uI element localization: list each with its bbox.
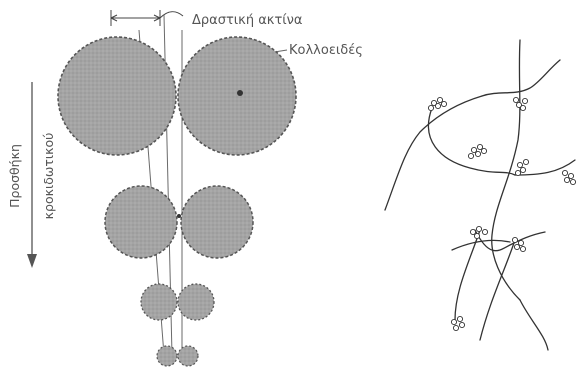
colloid-cluster-icon (428, 97, 446, 110)
down-arrow-icon (27, 82, 37, 268)
colloid-cluster-icon (515, 159, 528, 175)
polymer-chains (385, 40, 575, 350)
colloid-particle-tiny-left (157, 346, 177, 366)
axis-label-line1: Προσθήκη (7, 144, 22, 208)
colloids-label: Κολλοειδές (289, 43, 363, 58)
colloid-particle-small-right (178, 284, 214, 320)
colloid-cluster-icon (451, 316, 464, 330)
effective-radius-label: Δραστική ακτίνα (192, 13, 303, 28)
axis-label-line2: κροκιδωτικού (41, 133, 56, 220)
colloid-cluster-icon (562, 170, 575, 184)
colloid-cluster-icon (468, 144, 486, 158)
right-panel (385, 40, 576, 350)
effective-radius-marker (111, 10, 183, 26)
colloid-particle-tiny-right (178, 346, 198, 366)
colloid-particle-medium-right (181, 186, 253, 258)
colloid-cluster-icon (513, 97, 527, 110)
particle-core-dot (177, 214, 181, 218)
colloid-cluster-icon (512, 237, 525, 251)
colloid-particle-small-left (141, 284, 177, 320)
particle-core-dot (237, 90, 243, 96)
colloid-particle-large-left (58, 37, 176, 155)
colloid-particle-large-right (178, 37, 296, 155)
left-panel: Δραστική ακτίνα Κολλοειδές Προσθήκη (7, 10, 363, 366)
colloid-particle-medium-left (105, 186, 177, 258)
